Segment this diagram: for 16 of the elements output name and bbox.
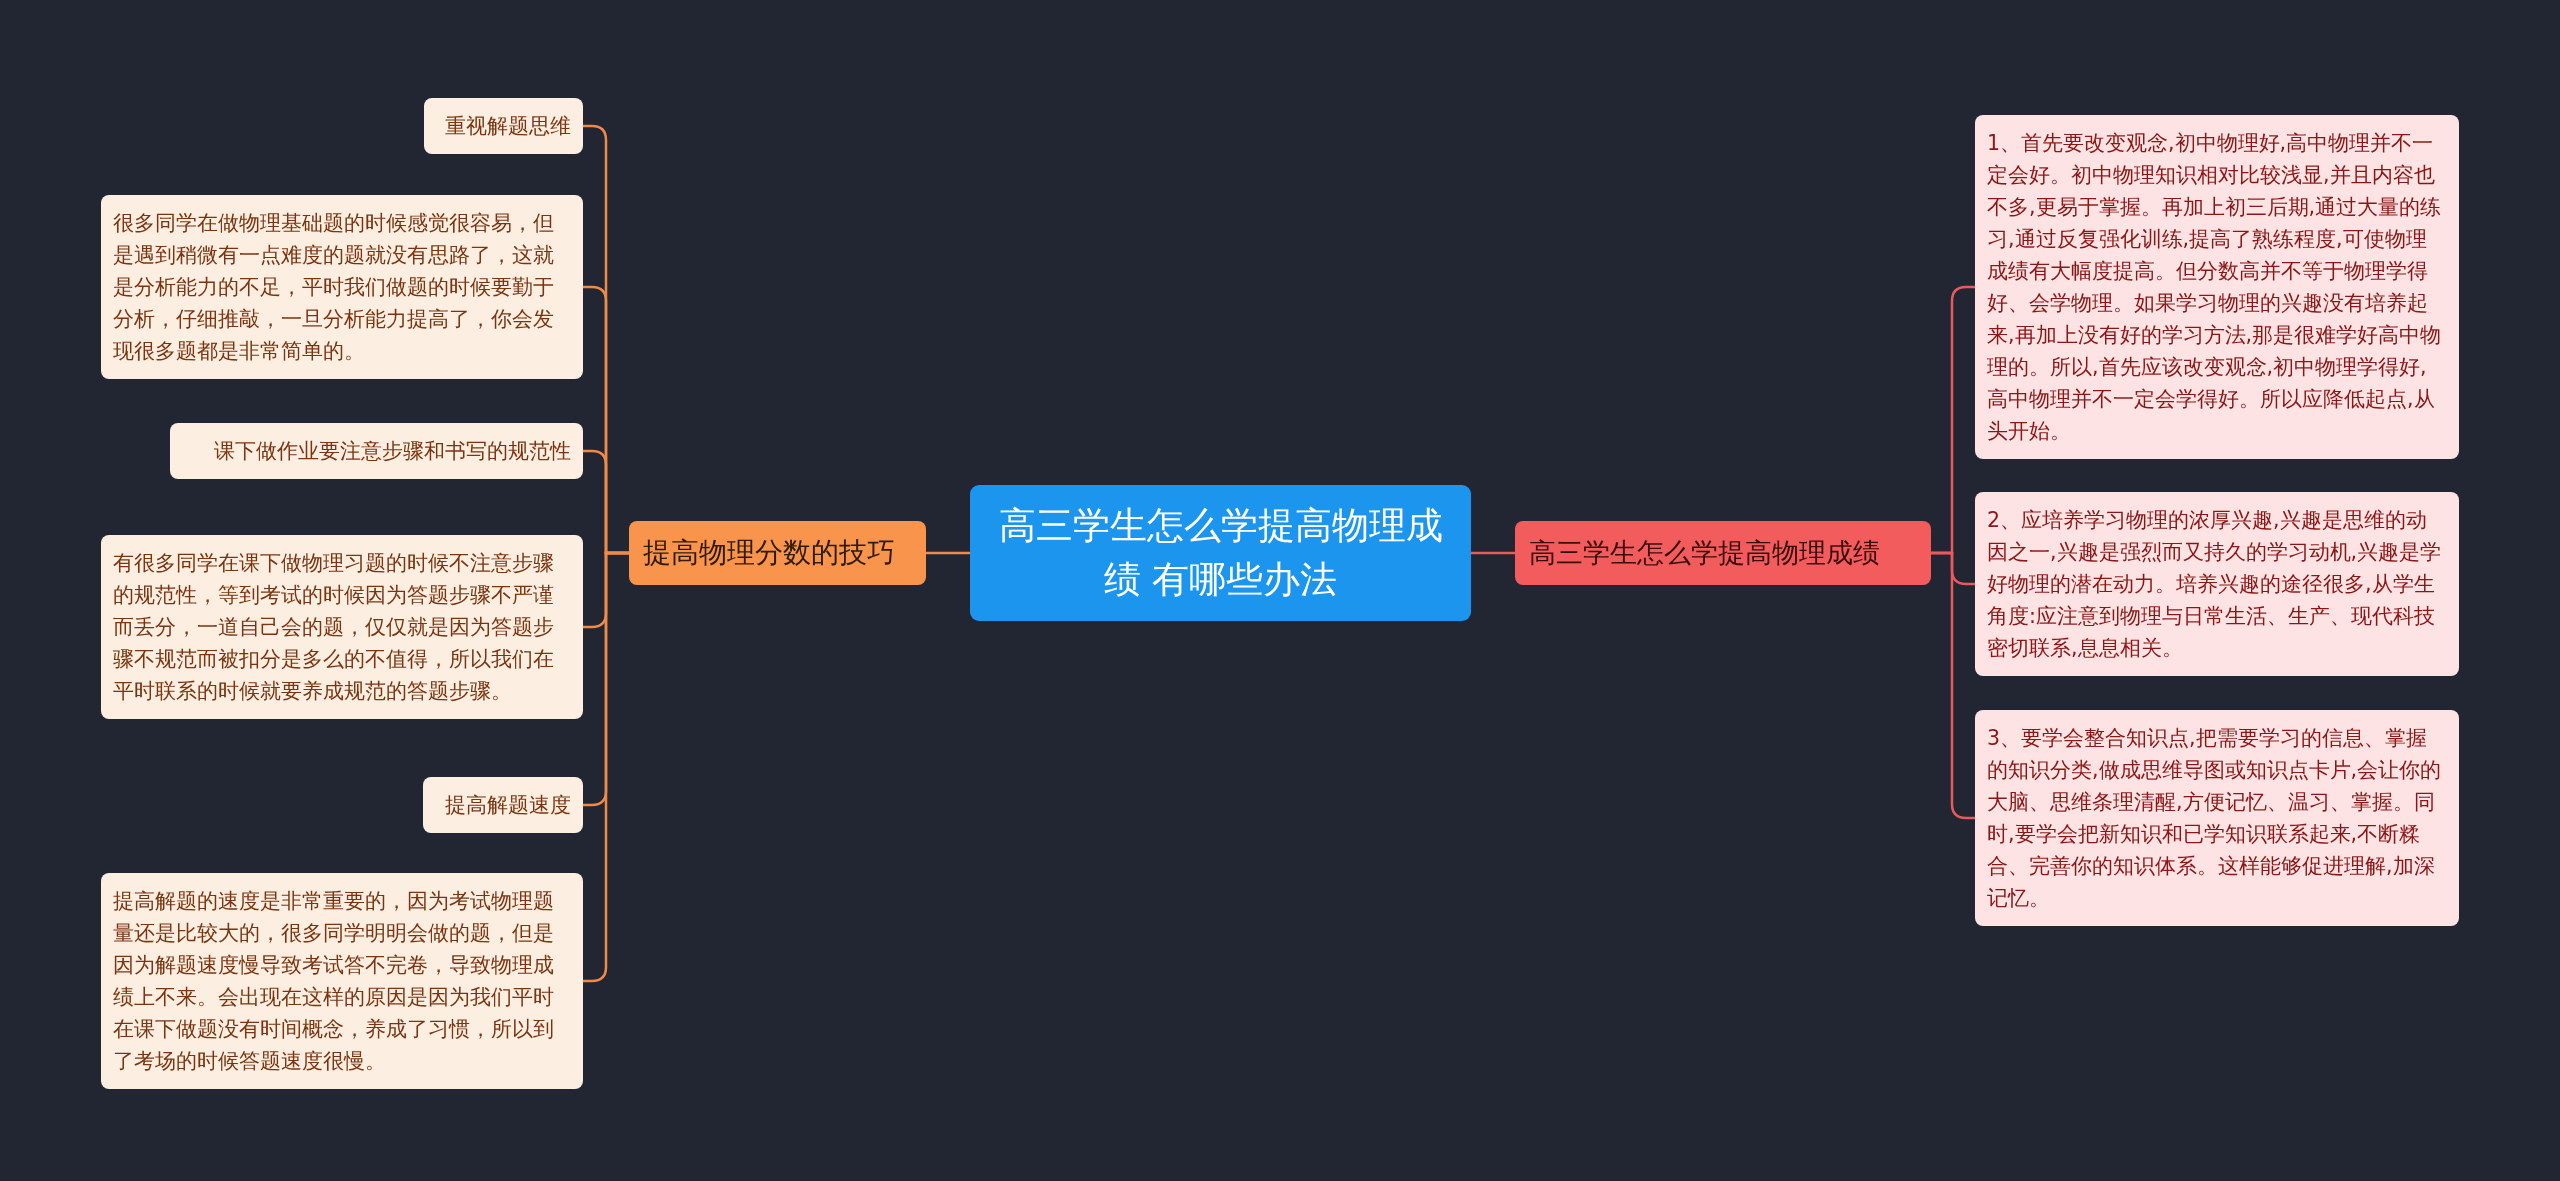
connector-line [926, 551, 970, 555]
connector-line [1931, 551, 1975, 820]
leaf-box: 2、应培养学习物理的浓厚兴趣,兴趣是思维的动因之一,兴趣是强烈而又持久的学习动机,兴趣是学好物理的潜在动力。培养兴趣的途径很多,从学生角度:应注意到物理与日常生活、生产、现代科技密切联系,息息相关。 [1975, 492, 2459, 676]
leaf-box: 有很多同学在课下做物理习题的时候不注意步骤的规范性，等到考试的时候因为答题步骤不严谨而丢分，一道自己会的题，仅仅就是因为答题步骤不规范而被扣分是多么的不值得，所以我们在平时联系的时候就要养成规范的答题步骤。 [101, 535, 583, 719]
leaf-box: 1、首先要改变观念,初中物理好,高中物理并不一定会好。初中物理知识相对比较浅显,并且内容也不多,更易于掌握。再加上初三后期,通过大量的练习,通过反复强化训练,提高了熟练程度,可使物理成绩有大幅度提高。但分数高并不等于物理学得好、会学物理。如果学习物理的兴趣没有培养起来,再加上没有好的学习方法,那是很难学好高中物理的。所以,首先应该改变观念,初中物理学得好,高中物理并不一定会学得好。所以应降低起点,从头开始。 [1975, 115, 2459, 459]
leaf-box: 很多同学在做物理基础题的时候感觉很容易，但是遇到稍微有一点难度的题就没有思路了，这就是分析能力的不足，平时我们做题的时候要勤于分析，仔细推敲，一旦分析能力提高了，你会发现很多题都是非常简单的。 [101, 195, 583, 379]
branch-box: 提高物理分数的技巧 [629, 521, 926, 585]
leaf-box: 提高解题的速度是非常重要的，因为考试物理题量还是比较大的，很多同学明明会做的题，但是因为解题速度慢导致考试答不完卷，导致物理成绩上不来。会出现在这样的原因是因为我们平时在课下做题没有时间概念，养成了习惯，所以到了考场的时候答题速度很慢。 [101, 873, 583, 1089]
branch-box: 高三学生怎么学提高物理成绩 [1515, 521, 1931, 585]
connector-line [1471, 551, 1515, 555]
leaf-box: 3、要学会整合知识点,把需要学习的信息、掌握的知识分类,做成思维导图或知识点卡片,会让你的大脑、思维条理清醒,方便记忆、温习、掌握。同时,要学会把新知识和已学知识联系起来,不断糅合、完善你的知识体系。这样能够促进理解,加深记忆。 [1975, 710, 2459, 926]
leaf-box: 重视解题思维 [424, 98, 583, 154]
leaf-box: 提高解题速度 [423, 777, 583, 833]
connector-line [583, 551, 629, 983]
central-topic-box: 高三学生怎么学提高物理成绩 有哪些办法 [970, 485, 1471, 621]
leaf-box: 课下做作业要注意步骤和书写的规范性 [170, 423, 583, 479]
